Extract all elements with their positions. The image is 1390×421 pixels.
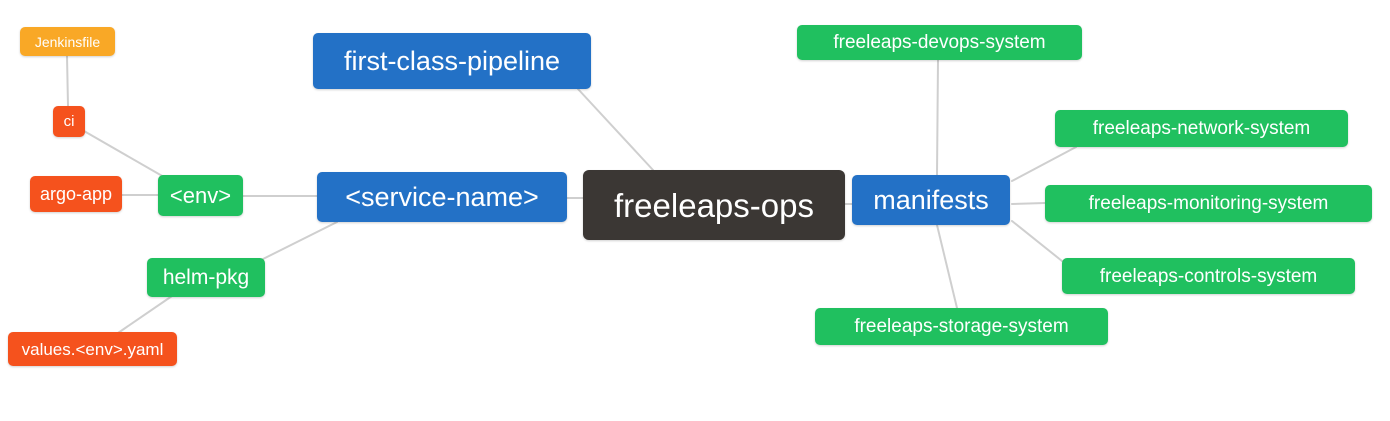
edge-manifests-monitoring [1011, 202, 1046, 205]
edge-manifests-controls [1011, 220, 1063, 262]
node-freeleaps-devops-system[interactable]: freeleaps-devops-system [797, 25, 1082, 60]
node-values-env-yaml[interactable]: values.<env>.yaml [8, 332, 177, 366]
edge-jenkinsfile-ci [66, 55, 69, 107]
edge-pipeline-ops [577, 88, 654, 171]
node-service-name[interactable]: <service-name> [317, 172, 567, 222]
node-env[interactable]: <env> [158, 175, 243, 216]
node-manifests[interactable]: manifests [852, 175, 1010, 225]
node-ci[interactable]: ci [53, 106, 85, 137]
node-freeleaps-storage-system[interactable]: freeleaps-storage-system [815, 308, 1108, 345]
edge-helmpkg-values [117, 295, 173, 334]
edge-servicename-helmpkg [262, 221, 338, 260]
edge-manifests-devops [936, 59, 939, 176]
node-freeleaps-ops[interactable]: freeleaps-ops [583, 170, 845, 240]
node-helm-pkg[interactable]: helm-pkg [147, 258, 265, 297]
edge-ci-env [83, 130, 165, 178]
node-freeleaps-monitoring-system[interactable]: freeleaps-monitoring-system [1045, 185, 1372, 222]
edge-manifests-network [1011, 146, 1077, 182]
edge-manifests-storage [936, 224, 958, 309]
node-freeleaps-controls-system[interactable]: freeleaps-controls-system [1062, 258, 1355, 294]
node-jenkinsfile[interactable]: Jenkinsfile [20, 27, 115, 56]
node-argo-app[interactable]: argo-app [30, 176, 122, 212]
node-first-class-pipeline[interactable]: first-class-pipeline [313, 33, 591, 89]
node-freeleaps-network-system[interactable]: freeleaps-network-system [1055, 110, 1348, 147]
